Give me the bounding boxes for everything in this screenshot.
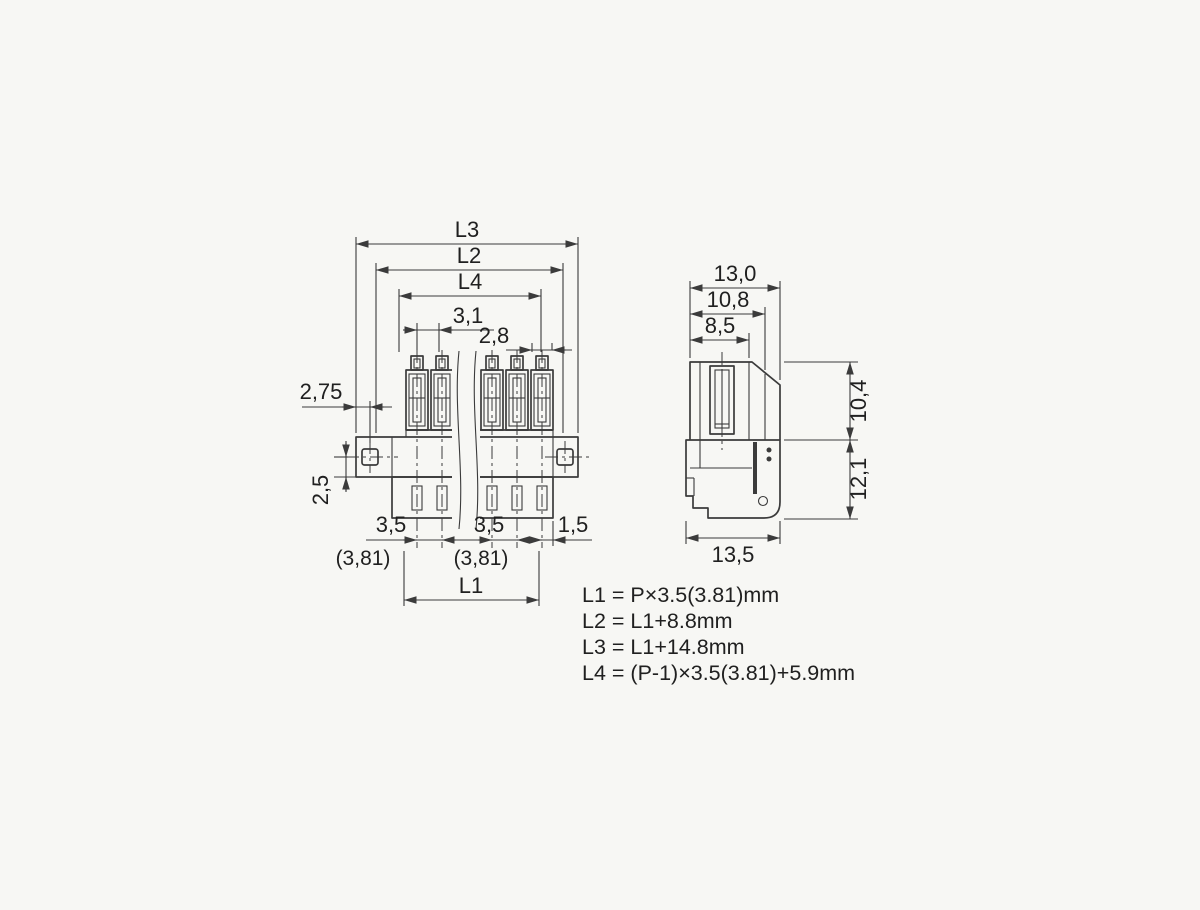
contact-tower (480, 355, 504, 431)
formula-l4: L4 = (P-1)×3.5(3.81)+5.9mm (582, 661, 855, 685)
dim-label-10-8: 10,8 (707, 287, 750, 312)
dim-label-13-5: 13,5 (712, 542, 755, 567)
front-contact-towers (405, 355, 554, 437)
formula-l2: L2 = L1+8.8mm (582, 609, 733, 633)
contact-tower (530, 355, 554, 431)
side-view: 13,0 10,8 8,5 10,4 12,1 13,5 (685, 261, 871, 567)
dim-label-1-5: 1,5 (558, 512, 589, 537)
formula-l3: L3 = L1+14.8mm (582, 635, 745, 659)
solder-pin (436, 485, 448, 511)
side-dimensions: 13,0 10,8 8,5 10,4 12,1 13,5 (685, 261, 871, 567)
dim-label-pitch-right: 3,5 (474, 512, 505, 537)
dim-label-l3: L3 (455, 217, 479, 242)
dim-label-3-1: 3,1 (453, 303, 484, 328)
dim-label-pitch-left-alt: (3,81) (336, 547, 391, 570)
side-housing (689, 352, 781, 450)
side-detail-dot (766, 447, 772, 453)
dim-label-2-8: 2,8 (479, 323, 510, 348)
contact-tower (505, 355, 529, 431)
dim-label-8-5: 8,5 (705, 313, 736, 338)
dim-label-2-75: 2,75 (300, 379, 343, 404)
front-view: L3 L2 L4 3,1 2,8 2,75 2,5 3,5 (3,81) 3,5… (300, 217, 592, 606)
front-dimensions: L3 L2 L4 3,1 2,8 2,75 2,5 3,5 (3,81) 3,5… (300, 217, 592, 606)
solder-pin (536, 485, 548, 511)
side-foot-hole (757, 495, 769, 507)
contact-tower (405, 355, 429, 431)
dim-label-2-5: 2,5 (308, 475, 333, 506)
mounting-hole-left (361, 448, 379, 466)
formula-notes: L1 = P×3.5(3.81)mm L2 = L1+8.8mm L3 = L1… (582, 583, 855, 685)
side-detail-dot (766, 456, 772, 462)
mounting-hole-right (556, 448, 574, 466)
dim-label-l1: L1 (459, 573, 483, 598)
solder-pin (486, 485, 498, 511)
dim-label-pitch-right-alt: (3,81) (454, 547, 509, 570)
dim-label-l4: L4 (458, 269, 482, 294)
formula-l1: L1 = P×3.5(3.81)mm (582, 583, 779, 607)
solder-pin (411, 485, 423, 511)
dim-label-pitch-left: 3,5 (376, 512, 407, 537)
break-lines (452, 350, 480, 530)
dim-label-13-0: 13,0 (714, 261, 757, 286)
dim-label-12-1: 12,1 (846, 458, 871, 501)
side-extension-lines (685, 281, 858, 544)
dim-label-l2: L2 (457, 243, 481, 268)
front-dimension-lines (302, 240, 592, 604)
side-base (685, 439, 781, 519)
side-dimension-lines (686, 284, 854, 542)
dim-label-10-4: 10,4 (846, 380, 871, 423)
solder-pin (511, 485, 523, 511)
